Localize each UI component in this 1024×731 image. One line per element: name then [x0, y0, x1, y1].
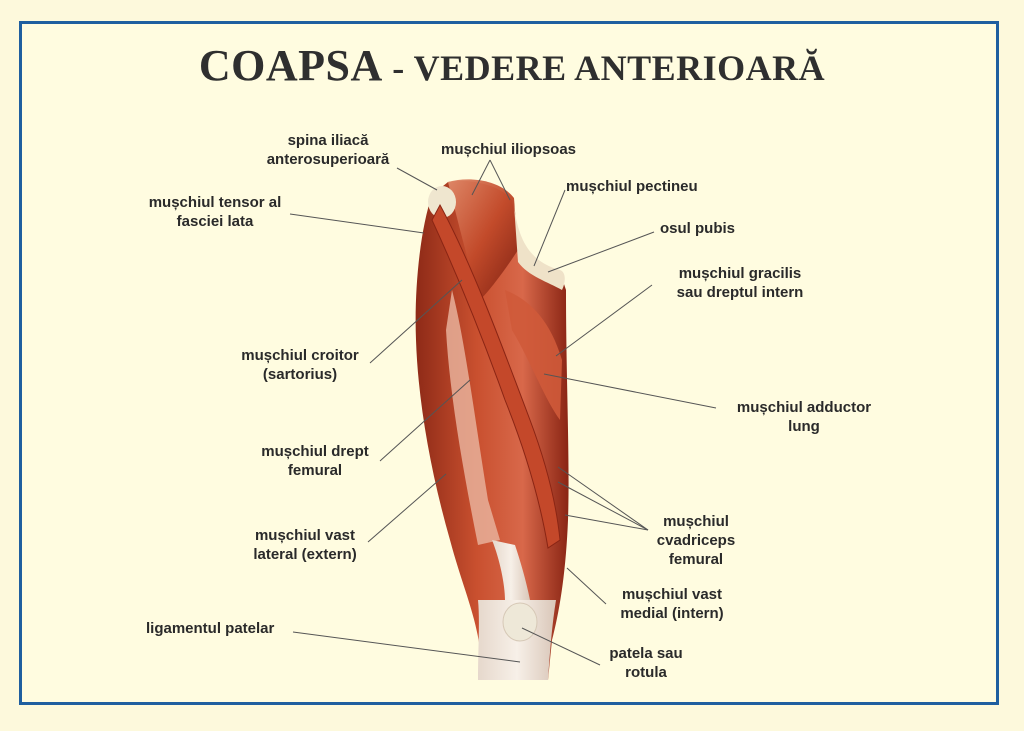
label-patela: patela sau rotula — [609, 645, 683, 681]
label-gracilis: mușchiul gracilis sau dreptul intern — [676, 265, 804, 301]
pubis-bone — [514, 205, 565, 290]
label-croitor: mușchiul croitor (sartorius) — [241, 347, 359, 383]
label-osul-pubis: osul pubis — [660, 220, 735, 237]
label-vast-lateral: mușchiul vast lateral (extern) — [253, 527, 357, 563]
label-spina-iliaca: spina iliacă anterosuperioară — [266, 132, 390, 168]
iliopsoas-muscle — [448, 179, 518, 300]
label-pectineu: mușchiul pectineu — [566, 178, 698, 195]
title-separator: - — [382, 48, 414, 88]
adductor-muscle — [505, 290, 562, 420]
sartorius-muscle — [431, 203, 561, 549]
label-ligament-patelar: ligamentul patelar — [146, 620, 275, 637]
patella-bone — [502, 602, 538, 642]
label-tensor-fasciae-latae: mușchiul tensor al fasciei lata — [148, 194, 282, 230]
rectus-femoris-muscle — [446, 290, 500, 545]
asis-bone — [428, 186, 456, 218]
leader-lines — [289, 159, 717, 666]
label-drept-femural: mușchiul drept femural — [261, 443, 369, 479]
label-adductor-lung: mușchiul adductor lung — [736, 399, 872, 435]
label-cvadriceps: mușchiul cvadriceps femural — [656, 513, 736, 568]
title-part1: COAPSA — [198, 41, 383, 90]
page-title: COAPSA - VEDERE ANTERIOARĂ — [0, 40, 1024, 91]
title-part2: VEDERE ANTERIOARĂ — [413, 48, 826, 88]
quadriceps-tendon — [492, 540, 530, 600]
label-iliopsoas: mușchiul iliopsoas — [441, 141, 577, 158]
label-vast-medial: mușchiul vast medial (intern) — [620, 586, 724, 622]
